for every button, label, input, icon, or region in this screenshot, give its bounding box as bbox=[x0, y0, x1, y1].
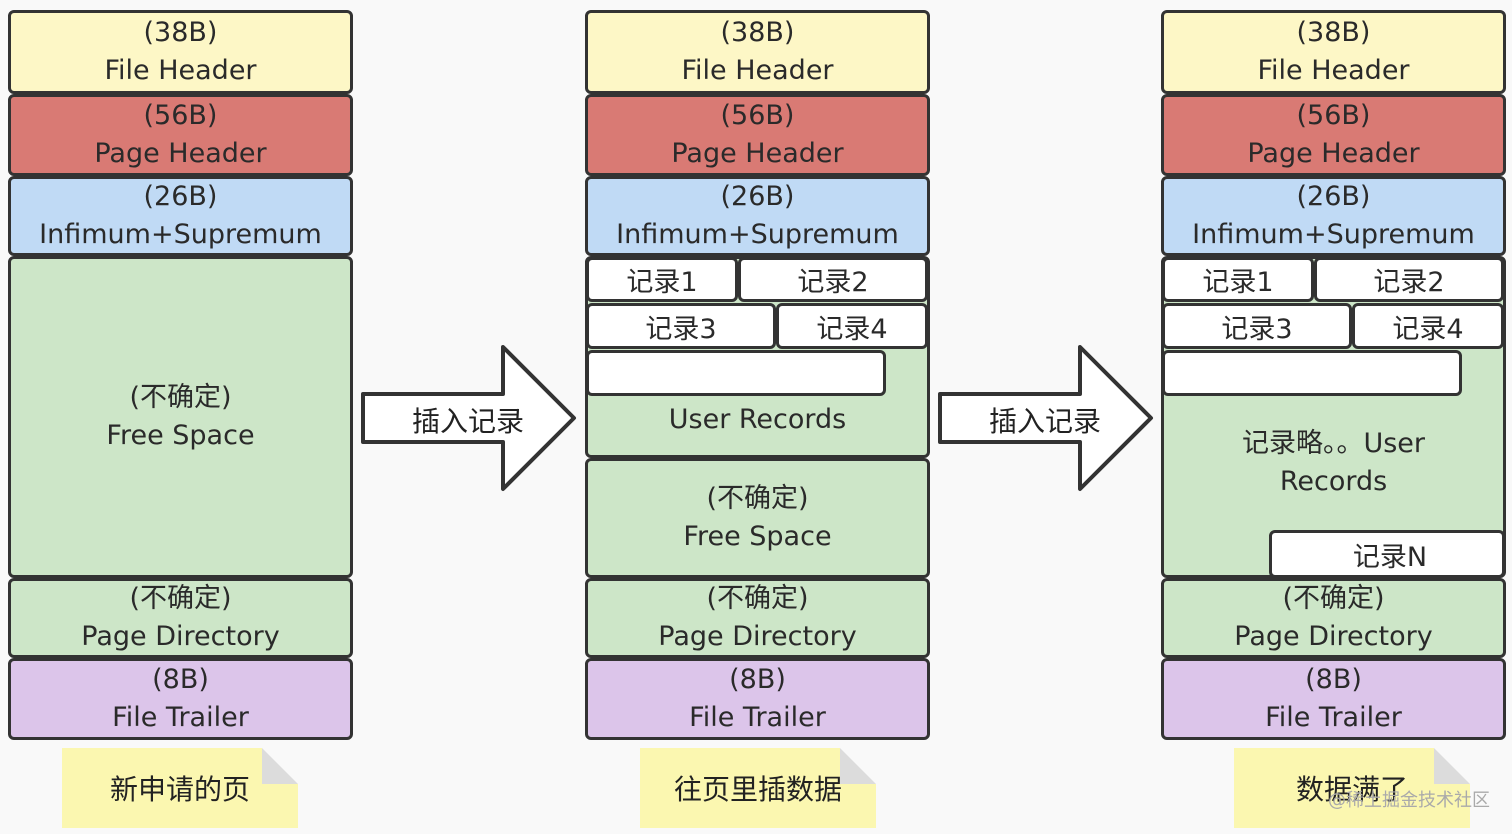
block-size: (不确定) bbox=[129, 583, 232, 614]
file-trailer-block: (8B) File Trailer bbox=[1161, 658, 1506, 740]
block-size: (不确定) bbox=[706, 483, 809, 514]
record-n: 记录N bbox=[1269, 530, 1505, 578]
block-name: 记录略。。User bbox=[1241, 428, 1426, 459]
arrow-label: 插入记录 bbox=[988, 405, 1101, 438]
block-name: Page Directory bbox=[1234, 621, 1433, 652]
record-empty bbox=[1162, 350, 1462, 396]
block-name: Records bbox=[1279, 466, 1388, 497]
record-4: 记录4 bbox=[1352, 303, 1504, 349]
block-name: Free Space bbox=[683, 521, 832, 552]
page-directory-block: (不确定) Page Directory bbox=[1161, 578, 1506, 658]
block-name: Page Header bbox=[94, 138, 267, 169]
block-name: File Header bbox=[104, 55, 257, 86]
block-size: (26B) bbox=[1296, 181, 1371, 212]
block-name: File Trailer bbox=[112, 702, 249, 733]
note-fold-icon bbox=[1434, 748, 1470, 784]
block-name: Page Directory bbox=[81, 621, 280, 652]
block-name: File Header bbox=[1257, 55, 1410, 86]
block-name: Free Space bbox=[106, 420, 255, 451]
block-size: (38B) bbox=[1296, 17, 1371, 48]
right-arrow-icon bbox=[938, 345, 1153, 491]
caption-text: 新申请的页 bbox=[109, 773, 250, 806]
block-size: (26B) bbox=[143, 181, 218, 212]
block-size: (56B) bbox=[720, 100, 795, 131]
infimum-supremum-block: (26B) Infimum+Supremum bbox=[585, 176, 930, 256]
arrow-label: 插入记录 bbox=[411, 405, 524, 438]
caption-note-full: 数据满了 bbox=[1234, 748, 1470, 828]
block-name: Infimum+Supremum bbox=[616, 219, 899, 250]
block-size: (8B) bbox=[729, 664, 786, 695]
block-size: (8B) bbox=[152, 664, 209, 695]
block-size: (26B) bbox=[720, 181, 795, 212]
file-trailer-block: (8B) File Trailer bbox=[8, 658, 353, 740]
file-trailer-block: (8B) File Trailer bbox=[585, 658, 930, 740]
page-header-block: (56B) Page Header bbox=[585, 94, 930, 176]
block-size: (56B) bbox=[143, 100, 218, 131]
block-size: (不确定) bbox=[1282, 583, 1385, 614]
page-directory-block: (不确定) Page Directory bbox=[585, 578, 930, 658]
infimum-supremum-block: (26B) Infimum+Supremum bbox=[1161, 176, 1506, 256]
block-name: File Header bbox=[681, 55, 834, 86]
file-header-block: (38B) File Header bbox=[8, 10, 353, 94]
note-fold-icon bbox=[840, 748, 876, 784]
page-directory-block: (不确定) Page Directory bbox=[8, 578, 353, 658]
file-header-block: (38B) File Header bbox=[585, 10, 930, 94]
record-4: 记录4 bbox=[776, 303, 928, 349]
record-3: 记录3 bbox=[1162, 303, 1352, 349]
block-name: User Records bbox=[668, 404, 847, 435]
record-1: 记录1 bbox=[1162, 257, 1314, 302]
record-2: 记录2 bbox=[738, 257, 928, 302]
watermark: @稀土掘金技术社区 bbox=[1328, 790, 1490, 811]
caption-text: 往页里插数据 bbox=[673, 773, 842, 806]
note-fold-icon bbox=[262, 748, 298, 784]
record-3: 记录3 bbox=[586, 303, 776, 349]
block-size: (38B) bbox=[720, 17, 795, 48]
block-name: Page Header bbox=[1247, 138, 1420, 169]
infimum-supremum-block: (26B) Infimum+Supremum bbox=[8, 176, 353, 256]
block-name: File Trailer bbox=[689, 702, 826, 733]
block-size: (8B) bbox=[1305, 664, 1362, 695]
page-header-block: (56B) Page Header bbox=[8, 94, 353, 176]
block-name: Infimum+Supremum bbox=[39, 219, 322, 250]
record-1: 记录1 bbox=[586, 257, 738, 302]
block-size: (38B) bbox=[143, 17, 218, 48]
block-name: Infimum+Supremum bbox=[1192, 219, 1475, 250]
block-name: File Trailer bbox=[1265, 702, 1402, 733]
block-size: (不确定) bbox=[706, 583, 809, 614]
caption-text: 数据满了 bbox=[1295, 773, 1408, 806]
block-size: (56B) bbox=[1296, 100, 1371, 131]
caption-note-new-page: 新申请的页 bbox=[62, 748, 298, 828]
page-header-block: (56B) Page Header bbox=[1161, 94, 1506, 176]
file-header-block: (38B) File Header bbox=[1161, 10, 1506, 94]
record-2: 记录2 bbox=[1314, 257, 1504, 302]
right-arrow-icon bbox=[361, 345, 576, 491]
block-size: (不确定) bbox=[129, 382, 232, 413]
block-name: Page Directory bbox=[658, 621, 857, 652]
free-space-block: (不确定) Free Space bbox=[8, 256, 353, 578]
free-space-block: (不确定) Free Space bbox=[585, 458, 930, 578]
block-name: Page Header bbox=[671, 138, 844, 169]
caption-note-insert: 往页里插数据 bbox=[640, 748, 876, 828]
record-empty bbox=[586, 350, 886, 396]
